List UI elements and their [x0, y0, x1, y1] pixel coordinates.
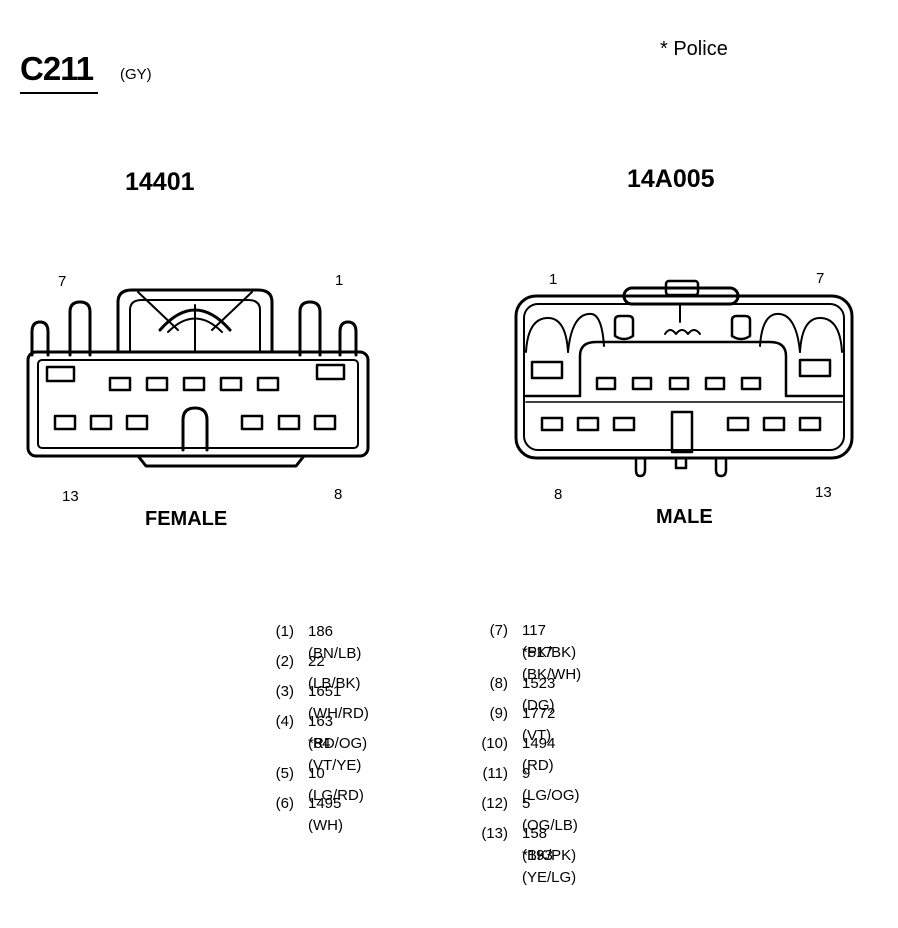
male-pin-label-top-right: 7 — [816, 270, 825, 287]
pin-number: (6) — [275, 795, 294, 812]
connector-id: C211 — [20, 50, 94, 87]
pin-wire-police: *193 (YE/LG) — [522, 847, 577, 886]
pin-number: (7) — [489, 622, 508, 639]
connector-id-underline — [20, 92, 98, 94]
female-pin-label-bottom-left: 13 — [62, 488, 79, 505]
pin-wire: 1494 (RD) — [522, 735, 556, 774]
female-pin-label-top-left: 7 — [58, 273, 67, 290]
pin-wire: 1651 (WH/RD) — [308, 683, 369, 722]
pin-number: (5) — [275, 765, 294, 782]
male-pin-label-bottom-left: 8 — [554, 486, 563, 503]
police-note: * Police — [660, 38, 728, 60]
male-pin-label-bottom-right: 13 — [815, 484, 832, 501]
pin-wire: 1772 (VT) — [522, 705, 556, 744]
pin-wire: 5 (OG/LB) — [522, 795, 578, 834]
pin-number: (4) — [275, 713, 294, 730]
pin-number: (10) — [481, 735, 508, 752]
female-pin-label-bottom-right: 8 — [334, 486, 343, 503]
pin-number: (11) — [482, 765, 508, 782]
male-pin-label-top-left: 1 — [549, 271, 558, 288]
pin-wire: 10 (LG/RD) — [308, 765, 364, 804]
pin-wire: 1523 (DG) — [522, 675, 556, 714]
pin-number: (8) — [489, 675, 508, 692]
pin-wire: 1495 (WH) — [308, 795, 343, 834]
pin-wire-police: *517 (BK/WH) — [522, 644, 582, 683]
female-part-number: 14401 — [125, 168, 195, 196]
pin-wire-police: *84 (VT/YE) — [308, 735, 362, 774]
pin-wire: 9 (LG/OG) — [522, 765, 580, 804]
female-pin-label-top-right: 1 — [335, 272, 344, 289]
pin-number: (3) — [275, 683, 294, 700]
pin-number: (9) — [489, 705, 508, 722]
male-label: MALE — [656, 506, 713, 528]
pin-number: (2) — [275, 653, 294, 670]
male-connector-drawing — [514, 279, 854, 478]
female-label: FEMALE — [145, 508, 228, 530]
female-connector-drawing — [26, 288, 370, 468]
pin-wire: 186 (BN/LB) — [308, 623, 362, 662]
male-part-number: 14A005 — [627, 165, 715, 193]
pin-wire: 158 (BK/PK) — [522, 825, 577, 864]
pin-number: (12) — [481, 795, 508, 812]
connector-color-code: (GY) — [120, 66, 152, 83]
pin-wire: 163 (RD/OG) — [308, 713, 368, 752]
pin-number: (1) — [275, 623, 294, 640]
pin-wire: 22 (LB/BK) — [308, 653, 361, 692]
pin-number: (13) — [481, 825, 508, 842]
pin-wire: 117 (PK/BK) — [522, 622, 577, 661]
